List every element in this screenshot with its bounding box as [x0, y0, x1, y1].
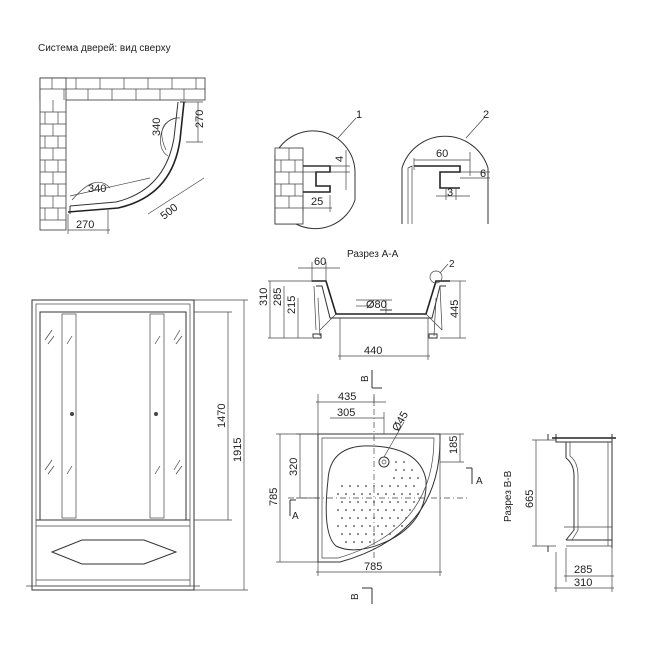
mark-b-bottom: B	[350, 593, 361, 600]
aa-dim-310: 310	[258, 288, 270, 306]
aa-dim-60: 60	[314, 256, 326, 268]
detail2-dim-6: 6	[480, 168, 486, 180]
section-aa-drawing: 2 60 310 285 215 Ø80 445 440	[258, 256, 466, 360]
section-bb-title: Разрез В-В	[503, 470, 514, 522]
plan-dimensions: 340 270 340 270 500	[67, 101, 206, 234]
front-dim-1915: 1915	[232, 438, 244, 462]
aa-dim-285: 285	[272, 288, 284, 306]
detail1-dim-4: 4	[334, 156, 346, 162]
dim-270-horizontal: 270	[76, 219, 94, 231]
aa-dim-215: 215	[286, 296, 298, 314]
aa-dim-80: Ø80	[366, 299, 387, 311]
callout-2-section: 2	[449, 259, 455, 270]
front-dim-1470: 1470	[216, 404, 228, 428]
aa-dim-445: 445	[449, 300, 461, 318]
tray-grip-dots	[337, 461, 419, 543]
tray-dim-305: 305	[337, 407, 355, 419]
bb-dim-310: 310	[574, 577, 592, 589]
detail-2: 60 6 3 2	[401, 109, 490, 224]
plan-enclosure	[67, 101, 186, 214]
plan-wall-corner	[39, 77, 206, 231]
mark-b-top: B	[360, 375, 371, 382]
tray-dim-785-vertical: 785	[268, 488, 280, 506]
bb-dim-285: 285	[574, 564, 592, 576]
tray-dim-435: 435	[338, 391, 356, 403]
bb-dim-665: 665	[524, 490, 536, 508]
aa-dim-440: 440	[364, 345, 382, 357]
mark-a-left: A	[292, 511, 299, 522]
mark-a-right: A	[476, 476, 483, 487]
tray-top-view: 435 305 Ø45 185 320 785 785 B B	[268, 370, 483, 604]
dim-500-diagonal: 500	[158, 202, 180, 223]
callout-2: 2	[483, 109, 489, 121]
tray-dim-185: 185	[448, 436, 460, 454]
dim-270-vertical: 270	[194, 110, 206, 128]
door-system-title: Система дверей: вид сверху	[38, 43, 171, 54]
dim-340-vertical: 340	[151, 118, 163, 136]
section-bb-drawing: 665 285 310	[524, 434, 616, 592]
detail1-dim-25: 25	[311, 196, 323, 208]
detail2-dim-3: 3	[447, 187, 453, 199]
detail-1: 4 25 1	[274, 109, 362, 230]
tray-dim-320: 320	[288, 458, 300, 476]
detail2-dim-60: 60	[436, 148, 448, 160]
dim-340-horizontal: 340	[88, 183, 106, 195]
front-view: 1470 1915	[26, 299, 248, 591]
callout-1: 1	[356, 109, 362, 121]
tray-dim-785-horizontal: 785	[364, 561, 382, 573]
section-aa-title: Разрез А-А	[347, 249, 399, 260]
tray-dim-d45: Ø45	[390, 409, 411, 433]
